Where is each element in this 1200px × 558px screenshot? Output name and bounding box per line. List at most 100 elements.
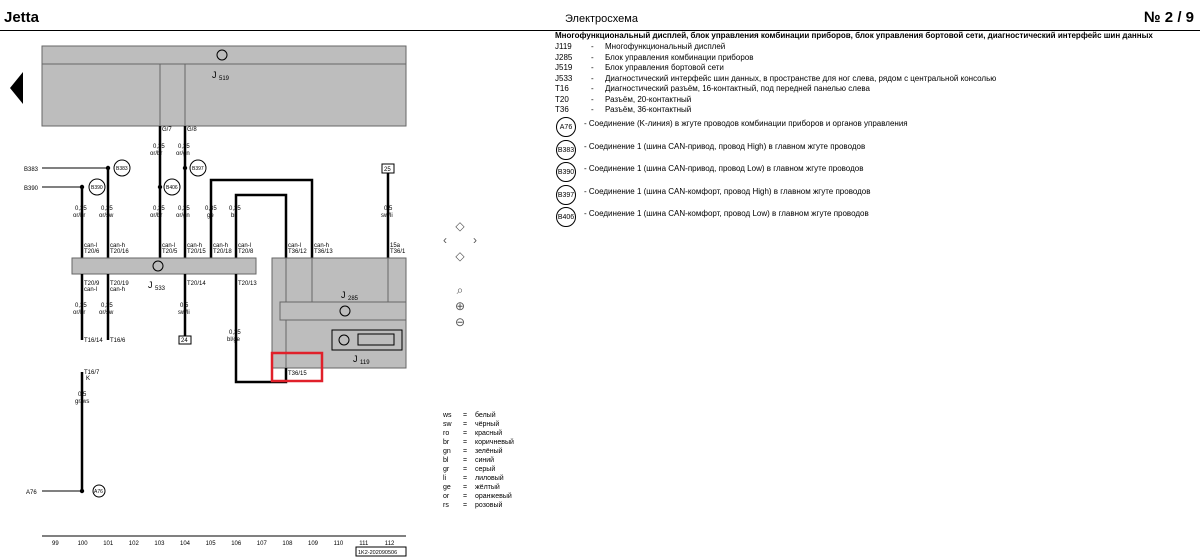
svg-text:G/7: G/7 [162, 127, 172, 133]
connector-icon: A76 [556, 117, 576, 137]
color-entry: or=оранжевый [443, 493, 512, 500]
svg-text:0,5: 0,5 [78, 392, 87, 398]
svg-text:T36/15: T36/15 [288, 371, 307, 377]
pan-up-icon[interactable]: ◇ [455, 219, 465, 233]
svg-text:or/sw: or/sw [99, 213, 114, 219]
svg-text:can-l: can-l [162, 243, 175, 249]
svg-text:B383: B383 [24, 167, 39, 173]
scale-label: 99 [52, 541, 59, 547]
color-entry: li=лиловый [443, 475, 504, 482]
svg-text:0,5: 0,5 [384, 206, 393, 212]
legend-item: T36-Разъём, 36-контактный [555, 105, 692, 114]
svg-text:T16/6: T16/6 [110, 338, 126, 344]
zoom-out-icon[interactable]: ⊖ [454, 315, 466, 329]
color-entry: gr=серый [443, 466, 496, 473]
scale-label: 105 [206, 541, 217, 547]
svg-text:0,5: 0,5 [180, 303, 189, 309]
svg-text:T20/8: T20/8 [238, 249, 254, 255]
svg-text:0,35: 0,35 [178, 206, 190, 212]
scale-label: 101 [103, 541, 114, 547]
color-entry: sw=чёрный [443, 421, 500, 428]
svg-text:T20/9: T20/9 [84, 281, 100, 287]
scale-label: 103 [154, 541, 165, 547]
svg-text:T20/19: T20/19 [110, 281, 129, 287]
scale-label: 100 [78, 541, 89, 547]
svg-text:24: 24 [181, 338, 188, 344]
scale-label: 107 [257, 541, 268, 547]
svg-text:K: K [86, 376, 90, 382]
svg-text:J: J [353, 354, 358, 364]
scale-label: 108 [282, 541, 293, 547]
svg-text:T20/13: T20/13 [238, 281, 257, 287]
zoom-fit-icon[interactable]: ⌕ [456, 283, 464, 297]
svg-text:br: br [231, 213, 236, 219]
scale-label: 111 [359, 541, 369, 547]
svg-text:B390: B390 [91, 185, 103, 191]
svg-text:J: J [341, 290, 346, 300]
svg-text:gr/ws: gr/ws [75, 399, 89, 405]
j519-label: J [212, 70, 217, 80]
pan-left-icon[interactable]: ‹ [443, 233, 447, 247]
svg-text:T36/12: T36/12 [288, 249, 307, 255]
svg-text:T20/6: T20/6 [84, 249, 100, 255]
connector-icon: B383 [556, 139, 576, 160]
svg-text:T16/14: T16/14 [84, 338, 103, 344]
svg-text:can-h: can-h [187, 243, 202, 249]
color-entry: gn=зелёный [443, 448, 503, 455]
legend-item: J519-Блок управления бортовой сети [555, 63, 724, 72]
connector-desc: - Соединение 1 (шина CAN-комфорт, провод… [584, 186, 871, 196]
color-entry: ro=красный [443, 430, 503, 437]
connector-desc: - Соединение 1 (шина CAN-комфорт, провод… [584, 209, 869, 218]
pan-down-icon[interactable]: ◇ [455, 249, 465, 263]
svg-text:533: 533 [155, 286, 166, 292]
svg-text:T20/18: T20/18 [213, 249, 232, 255]
legend-heading: Многофункциональный дисплей, блок управл… [555, 31, 1153, 40]
page-header: Jetta Электросхема № 2 / 9 [0, 0, 1200, 31]
svg-text:B390: B390 [24, 186, 39, 192]
svg-text:0,35: 0,35 [101, 206, 113, 212]
pan-right-icon[interactable]: › [473, 233, 477, 247]
svg-text:or/sw: or/sw [99, 310, 114, 316]
svg-text:T20/14: T20/14 [187, 281, 206, 287]
svg-text:A76: A76 [26, 490, 37, 496]
svg-text:can-l: can-l [84, 243, 97, 249]
svg-text:or/gn: or/gn [176, 213, 190, 219]
scale-label: 109 [308, 541, 319, 547]
svg-text:0,35: 0,35 [101, 303, 113, 309]
svg-text:B397: B397 [192, 166, 204, 172]
svg-text:bl/ge: bl/ge [227, 337, 241, 343]
legend-item: J119-Многофункциональный дисплей [555, 42, 726, 51]
svg-text:A76: A76 [94, 489, 103, 495]
svg-text:can-l: can-l [238, 243, 251, 249]
svg-text:T36/1: T36/1 [390, 249, 406, 255]
svg-text:0,35: 0,35 [178, 144, 190, 150]
color-entry: ge=жёлтый [443, 484, 500, 491]
svg-text:can-l: can-l [288, 243, 301, 249]
svg-text:can-h: can-h [314, 243, 329, 249]
svg-text:15a: 15a [390, 243, 401, 249]
connector-desc: - Соединение (K-линия) в жгуте проводов … [584, 119, 908, 128]
svg-text:0,35: 0,35 [229, 330, 241, 336]
svg-text:J: J [148, 280, 153, 290]
svg-text:T20/15: T20/15 [187, 249, 206, 255]
wiring-diagram: J 519 G/7 G/8 0,35 or/br 0,35 or/gn B383… [24, 45, 407, 557]
j533-block [71, 257, 257, 275]
connector-icon: B397 [556, 184, 576, 205]
legend-item: J285-Блок управления комбинации приборов [555, 52, 754, 62]
zoom-in-icon[interactable]: ⊕ [454, 299, 466, 313]
j119-display [331, 329, 403, 351]
svg-text:T20/16: T20/16 [110, 249, 129, 255]
legend-item: T20-Разъём, 20-контактный [555, 94, 692, 104]
connector-icon: B390 [556, 162, 576, 182]
svg-text:T20/5: T20/5 [162, 249, 178, 255]
svg-text:T36/13: T36/13 [314, 249, 333, 255]
svg-text:B383: B383 [116, 166, 128, 172]
color-entry: ws=белый [443, 412, 496, 419]
svg-text:285: 285 [348, 296, 359, 302]
svg-text:119: 119 [360, 360, 370, 366]
previous-page-arrow-icon[interactable] [10, 72, 23, 104]
svg-text:can-h: can-h [110, 287, 125, 293]
j519-block [41, 45, 407, 127]
ground-icon [216, 49, 228, 61]
